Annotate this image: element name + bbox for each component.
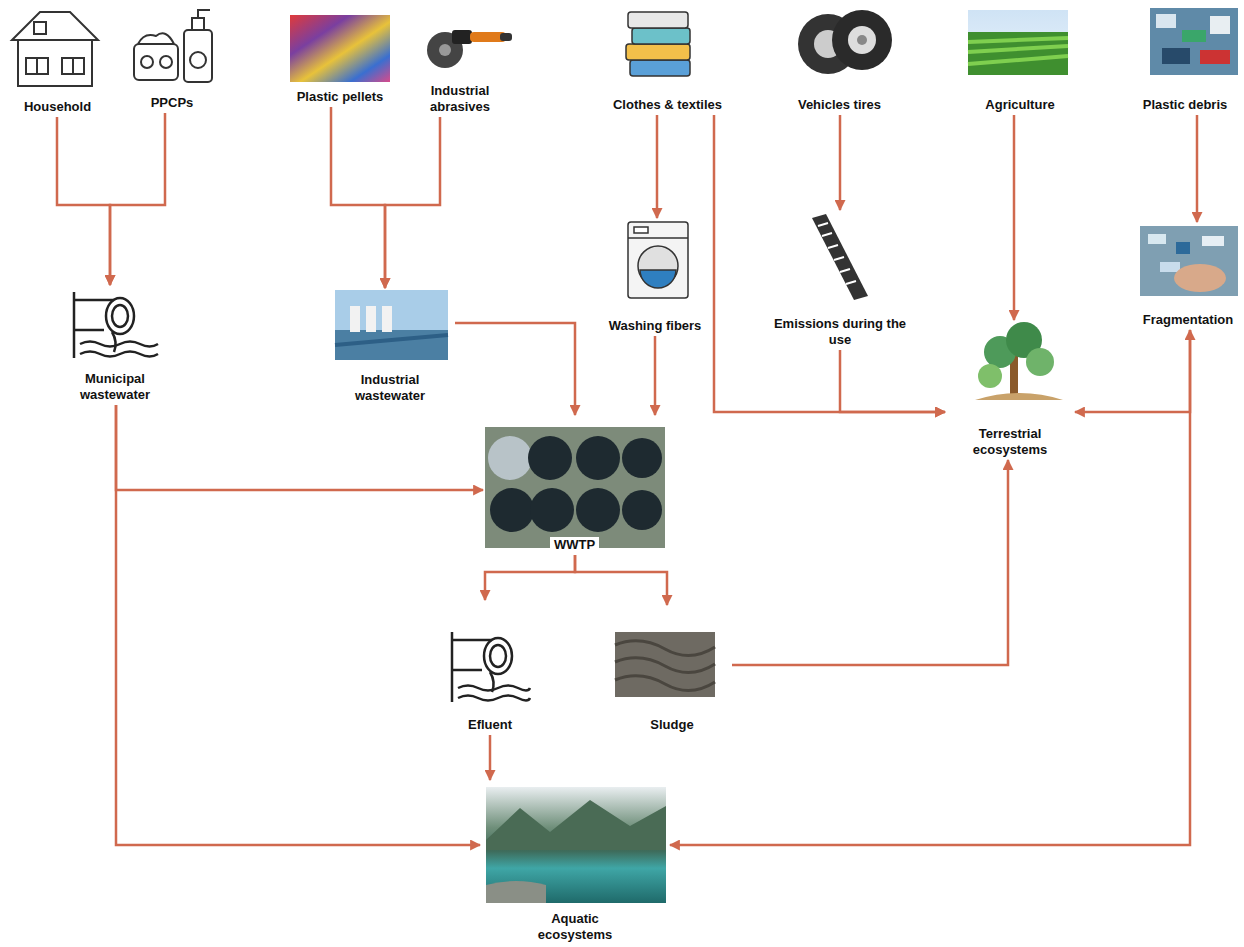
flow-arrow: [732, 460, 1008, 665]
treatment-plant-photo: [485, 427, 665, 548]
node-label: Plastic debris: [1143, 97, 1228, 113]
fragments-photo: [1140, 226, 1238, 296]
node-label: Industrial wastewater: [335, 372, 445, 405]
pathway-node: Industrial wastewater: [325, 288, 455, 406]
source-node: PPCPs: [122, 5, 222, 113]
source-node: Clothes & textiles: [600, 5, 735, 115]
node-label: Washing fibers: [609, 318, 702, 334]
field-photo: [968, 10, 1068, 75]
tree-icon: [975, 322, 1063, 400]
pathway-node: Washing fibers: [602, 218, 708, 336]
pathway-node: Emissions during the use: [770, 210, 910, 350]
flow-arrow: [840, 350, 945, 412]
output-node: Sludge: [612, 605, 732, 735]
sink-node: Terrestrial ecosystems: [945, 320, 1075, 460]
flow-arrow: [485, 555, 575, 600]
tire-tread-icon: [812, 214, 868, 300]
sludge-photo: [615, 632, 715, 697]
node-label: Efluent: [468, 717, 512, 733]
house-icon: [12, 12, 98, 86]
treatment-node: WWTP: [483, 415, 666, 555]
flow-arrow: [1075, 330, 1190, 412]
node-label: Household: [24, 99, 91, 115]
node-label: Sludge: [650, 717, 693, 733]
flow-arrow: [1013, 115, 1016, 320]
node-label: Municipal wastewater: [65, 371, 165, 404]
flow-arrow: [1196, 115, 1199, 222]
flow-arrow: [57, 117, 110, 285]
clothes-icon: [626, 12, 690, 76]
flow-arrow: [331, 107, 385, 288]
node-label: Agriculture: [985, 97, 1054, 113]
tires-icon: [798, 10, 892, 74]
pellets-photo: [290, 15, 390, 82]
pathway-node: Municipal wastewater: [55, 285, 175, 405]
node-label: Industrial abrasives: [412, 83, 508, 116]
node-label: Vehicles tires: [798, 97, 881, 113]
flow-arrow: [110, 113, 165, 285]
source-node: Household: [5, 5, 110, 117]
flow-arrow: [116, 405, 483, 490]
node-label: Clothes & textiles: [613, 97, 722, 113]
flow-arrow: [455, 323, 575, 415]
node-label: PPCPs: [151, 95, 194, 111]
flow-arrow: [575, 555, 667, 605]
source-node: Vehicles tires: [782, 5, 897, 115]
output-node: Efluent: [440, 600, 540, 735]
washing-machine-icon: [628, 222, 688, 298]
cosmetics-icon: [134, 10, 212, 82]
outfall-pipe-icon: [74, 292, 158, 358]
industrial-plant-photo: [335, 290, 448, 360]
sink-node: Aquatic ecosystems: [480, 780, 670, 945]
node-label: WWTP: [550, 537, 599, 553]
source-node: Industrial abrasives: [410, 5, 510, 117]
flow-arrow: [116, 405, 480, 845]
node-label: Emissions during the use: [772, 316, 908, 349]
flow-arrow: [654, 336, 657, 415]
flow-arrow: [839, 115, 842, 210]
source-node: Plastic debris: [1130, 5, 1240, 115]
node-label: Terrestrial ecosystems: [955, 426, 1065, 459]
outfall-pipe-icon: [452, 632, 530, 702]
debris-photo: [1150, 8, 1238, 75]
flow-arrow: [385, 117, 440, 288]
lake-photo: [486, 787, 666, 903]
flow-arrow: [489, 735, 492, 780]
pathway-node: Fragmentation: [1135, 222, 1241, 330]
node-label: Plastic pellets: [297, 89, 384, 105]
source-node: Agriculture: [965, 5, 1075, 115]
node-label: Fragmentation: [1143, 312, 1233, 328]
flow-arrow: [670, 330, 1190, 845]
node-label: Aquatic ecosystems: [515, 911, 635, 944]
flow-arrow: [714, 115, 945, 412]
grinder-icon: [427, 30, 512, 68]
flow-arrow: [656, 115, 659, 218]
source-node: Plastic pellets: [285, 5, 395, 107]
